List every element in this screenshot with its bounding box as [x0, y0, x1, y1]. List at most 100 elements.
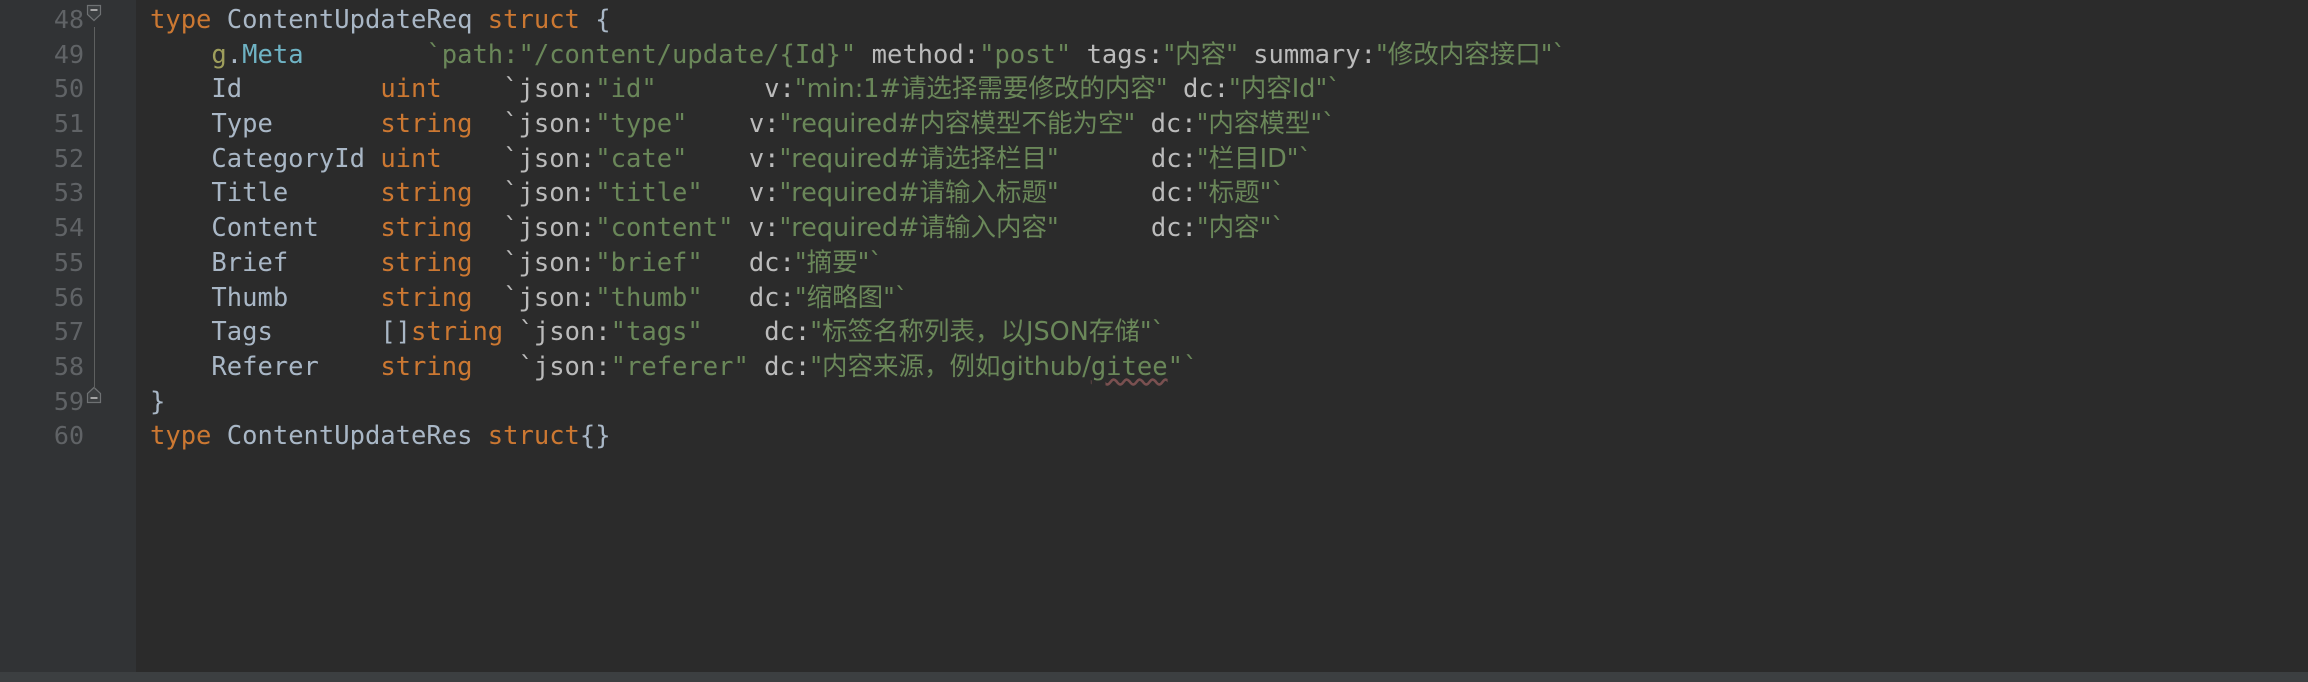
- code-token-plain: [273, 109, 380, 139]
- code-fold-collapse-icon[interactable]: [84, 3, 106, 38]
- code-token-str: "标题"`: [1196, 178, 1285, 209]
- code-token-plain: [288, 283, 380, 313]
- code-token-kw: struct: [487, 5, 580, 35]
- gutter-row[interactable]: 54: [0, 211, 138, 246]
- gutter-row[interactable]: 60: [0, 419, 138, 454]
- code-token-tagkey: dc:: [1150, 213, 1197, 244]
- code-token-plain: [442, 144, 503, 174]
- line-number: 48: [53, 5, 84, 34]
- code-token-plain: [150, 317, 211, 347]
- code-token-id: CategoryId: [211, 143, 365, 174]
- code-token-typo: gitee: [1090, 351, 1168, 382]
- line-number: 57: [53, 317, 84, 347]
- gutter-row[interactable]: 56: [0, 281, 138, 316]
- code-token-plain: [472, 421, 487, 451]
- gutter-row[interactable]: 49: [0, 38, 138, 73]
- code-token-meta-nm: Meta: [242, 39, 304, 70]
- code-line[interactable]: Brief string `json:"brief" dc:"摘要"`: [138, 246, 2308, 281]
- gutter-row[interactable]: 51: [0, 107, 138, 142]
- code-fold-connector-line: [94, 27, 95, 389]
- line-number: 56: [53, 282, 84, 312]
- line-number: 53: [53, 178, 84, 208]
- code-token-kw: string: [380, 213, 473, 244]
- code-token-plain: [703, 248, 749, 278]
- code-token-kw: string: [380, 178, 473, 209]
- code-line[interactable]: type ContentUpdateReq struct {: [138, 3, 2308, 38]
- line-number: 59: [53, 386, 84, 416]
- gutter-row[interactable]: 50: [0, 72, 138, 107]
- code-line[interactable]: g.Meta `path:"/content/update/{Id}" meth…: [138, 38, 2308, 73]
- code-token-plain: [242, 74, 380, 104]
- code-token-punct: []: [380, 317, 412, 348]
- gutter-row[interactable]: 58: [0, 350, 138, 385]
- code-token-plain: [304, 40, 427, 70]
- code-line[interactable]: type ContentUpdateRes struct{}: [138, 419, 2308, 454]
- code-token-plain: [1059, 213, 1151, 243]
- code-token-tagkey: `json:: [503, 74, 596, 105]
- code-token-plain: [150, 109, 211, 139]
- code-token-id: Type: [211, 109, 273, 140]
- code-token-str: "required#内容模型不能为空": [779, 109, 1136, 140]
- code-token-kw: string: [380, 247, 473, 278]
- code-token-plain: [472, 213, 503, 243]
- code-token-plain: [856, 40, 871, 70]
- line-number: 51: [53, 109, 84, 139]
- code-token-plain: [288, 178, 380, 208]
- code-token-tagkey: dc:: [1150, 143, 1197, 174]
- code-token-tagkey: `json:: [503, 109, 596, 140]
- code-token-plain: [749, 352, 764, 382]
- code-content-area[interactable]: type ContentUpdateReq struct { g.Meta `p…: [138, 0, 2308, 682]
- code-token-str: "id": [595, 74, 657, 105]
- code-line[interactable]: Type string `json:"type" v:"required#内容模…: [138, 107, 2308, 142]
- code-token-str: "内容来源，例如github/: [810, 351, 1091, 382]
- code-token-tagkey: dc:: [764, 351, 811, 382]
- code-line[interactable]: Title string `json:"title" v:"required#请…: [138, 176, 2308, 211]
- code-token-tagkey: v:: [764, 74, 795, 105]
- code-token-str: "required#请输入内容": [779, 213, 1059, 244]
- code-token-tagkey: `json:: [518, 317, 611, 348]
- code-token-plain: [687, 144, 748, 174]
- code-token-plain: [150, 144, 211, 174]
- code-token-str: "post": [979, 39, 1072, 70]
- code-line[interactable]: Referer string `json:"referer" dc:"内容来源，…: [138, 350, 2308, 385]
- code-token-tagkey: dc:: [1150, 178, 1197, 209]
- code-line[interactable]: }: [138, 385, 2308, 420]
- code-token-str: "内容模型"`: [1196, 109, 1335, 140]
- gutter-row[interactable]: 59: [0, 385, 138, 420]
- gutter-row[interactable]: 55: [0, 246, 138, 281]
- code-token-punct: {}: [579, 421, 611, 452]
- code-line[interactable]: Thumb string `json:"thumb" dc:"缩略图"`: [138, 281, 2308, 316]
- line-number: 55: [53, 247, 84, 277]
- code-token-tagkey: v:: [748, 109, 780, 140]
- code-token-tagkey: `json:: [503, 143, 596, 174]
- line-number: 54: [53, 213, 84, 243]
- code-token-plain: [1071, 40, 1086, 70]
- code-token-tagkey: `json:: [503, 178, 596, 209]
- code-token-plain: [687, 109, 748, 139]
- code-token-plain: [319, 213, 380, 243]
- code-line[interactable]: Tags []string `json:"tags" dc:"标签名称列表，以J…: [138, 315, 2308, 350]
- code-token-kw: string: [380, 282, 473, 313]
- gutter-row[interactable]: 48: [0, 3, 138, 38]
- code-token-plain: [472, 5, 487, 35]
- code-token-str: "required#请输入标题": [779, 178, 1059, 209]
- code-token-id: ContentUpdateReq: [226, 5, 473, 35]
- code-line[interactable]: CategoryId uint `json:"cate" v:"required…: [138, 142, 2308, 177]
- gutter-row[interactable]: 57: [0, 315, 138, 350]
- code-token-tagkey: v:: [748, 143, 780, 174]
- gutter-row[interactable]: 53: [0, 176, 138, 211]
- gutter-row[interactable]: 52: [0, 142, 138, 177]
- line-number: 50: [53, 74, 84, 104]
- code-token-tagkey: `json:: [518, 351, 611, 382]
- code-token-id: ContentUpdateRes: [226, 421, 473, 452]
- code-token-str: "`: [1167, 351, 1199, 382]
- code-line[interactable]: Content string `json:"content" v:"requir…: [138, 211, 2308, 246]
- code-fold-end-icon[interactable]: [84, 385, 106, 420]
- code-token-tagkey: `json:: [503, 213, 596, 244]
- code-token-kw: string: [411, 317, 504, 348]
- code-token-tagkey: `json:: [503, 247, 596, 278]
- code-line[interactable]: Id uint `json:"id" v:"min:1#请选择需要修改的内容" …: [138, 72, 2308, 107]
